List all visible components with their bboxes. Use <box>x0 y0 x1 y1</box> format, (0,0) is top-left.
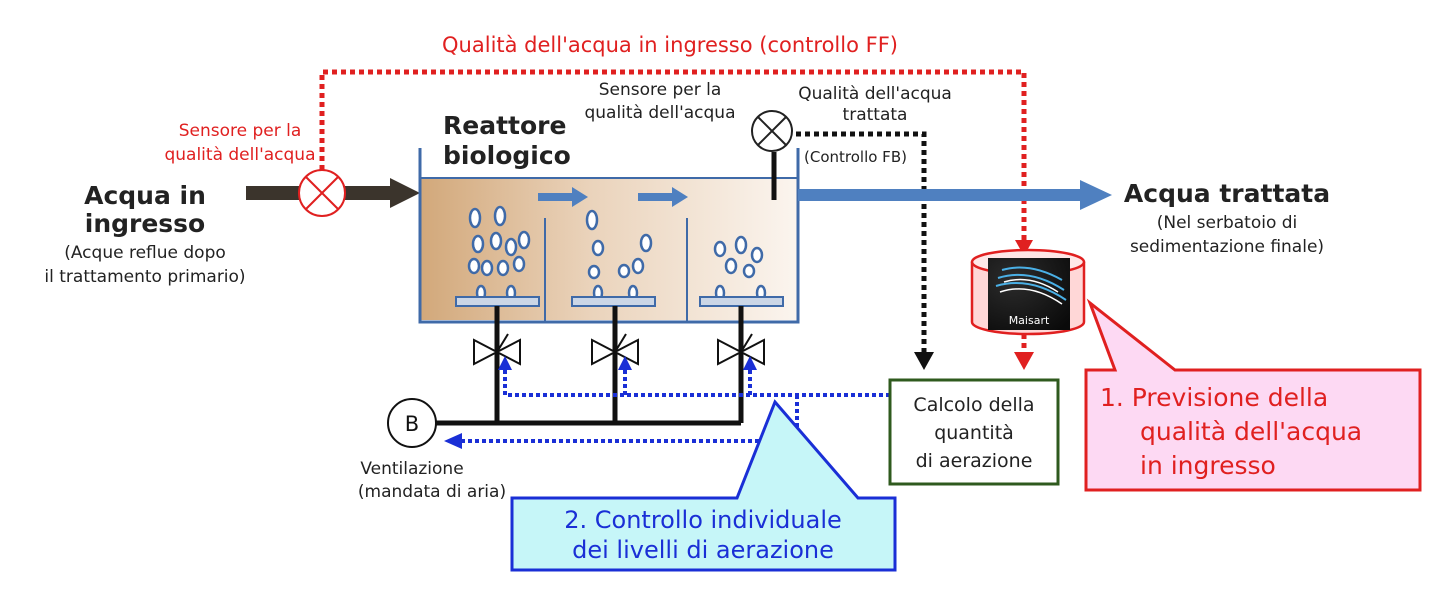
aeration-calc-box <box>888 378 1060 486</box>
reactor-title-2: biologico <box>443 141 571 170</box>
callout-prediction <box>1084 298 1422 492</box>
outlet-arrowhead <box>1080 180 1112 210</box>
air-bubbles-2 <box>585 209 653 302</box>
maisart-output-arrowhead <box>1014 352 1034 370</box>
aeration-arrowhead-3 <box>743 356 757 370</box>
ff-signal-arrowhead <box>1015 240 1033 256</box>
reactor-sensor-label: Sensore per la <box>599 80 722 100</box>
callout-individual-control <box>510 399 897 572</box>
inlet-arrowhead <box>390 178 420 208</box>
inlet-title-2: ingresso <box>85 209 205 238</box>
ff-signal-line <box>319 69 1027 245</box>
calc-box-line-2: quantità <box>934 422 1014 444</box>
blower-icon: B <box>387 398 437 448</box>
valve-icon <box>473 333 521 366</box>
calc-box-line-3: di aerazione <box>916 450 1033 472</box>
blower-symbol: B <box>405 412 419 436</box>
outlet-title: Acqua trattata <box>1124 179 1330 208</box>
inlet-note: (Acque reflue dopo <box>64 243 226 263</box>
calc-box-line: Calcolo della <box>913 394 1034 416</box>
diffuser-3 <box>699 296 784 307</box>
reactor-sensor-label-2: qualità dell'acqua <box>584 103 735 123</box>
inlet-sensor-icon <box>298 169 346 217</box>
callout-prediction-line: 1. Previsione della <box>1100 383 1328 412</box>
inlet-note-2: il trattamento primario) <box>44 267 245 287</box>
maisart-unit: Maisart <box>970 248 1086 336</box>
diffuser-1 <box>455 296 540 307</box>
blower-signal-arrowhead <box>444 433 462 449</box>
maisart-logo-text: Maisart <box>1009 314 1050 327</box>
callout-prediction-line-2: qualità dell'acqua <box>1140 417 1362 446</box>
blower-label: Ventilazione <box>360 459 463 479</box>
reactor-sensor-icon <box>751 110 793 152</box>
treated-quality-label-2: trattata <box>843 105 908 125</box>
air-bubbles-1 <box>467 205 531 302</box>
callout-individual-control-line-2: dei livelli di aerazione <box>572 536 834 564</box>
flow-arrow-icon <box>538 187 588 207</box>
callout-prediction-line-3: in ingresso <box>1140 451 1276 480</box>
valve-icon-2 <box>591 333 639 366</box>
treated-quality-label: Qualità dell'acqua <box>798 84 952 104</box>
inlet-sensor-label-2: qualità dell'acqua <box>164 145 315 165</box>
fb-signal-arrowhead <box>914 352 934 370</box>
ff-control-label: Qualità dell'acqua in ingresso (controll… <box>442 33 898 57</box>
reactor-title: Reattore <box>443 111 566 140</box>
reactor-tank-wall <box>418 148 800 324</box>
air-bubbles-3 <box>713 235 767 302</box>
aeration-arrowhead <box>498 356 512 370</box>
inlet-title: Acqua in <box>84 181 206 210</box>
blower-label-2: (mandata di aria) <box>358 482 506 502</box>
fb-signal-line <box>796 131 927 354</box>
outlet-note: (Nel serbatoio di <box>1157 213 1298 233</box>
flow-arrow-icon-2 <box>638 187 688 207</box>
diffuser-2 <box>571 296 656 307</box>
inlet-sensor-label: Sensore per la <box>179 121 302 141</box>
aeration-control-lines <box>460 368 890 443</box>
aeration-arrowhead-2 <box>618 356 632 370</box>
fb-control-label: (Controllo FB) <box>804 148 907 166</box>
outlet-pipe <box>798 189 1084 201</box>
callout-individual-control-line: 2. Controllo individuale <box>564 506 842 534</box>
valve-icon-3 <box>717 333 765 366</box>
outlet-note-2: sedimentazione finale) <box>1130 237 1324 257</box>
